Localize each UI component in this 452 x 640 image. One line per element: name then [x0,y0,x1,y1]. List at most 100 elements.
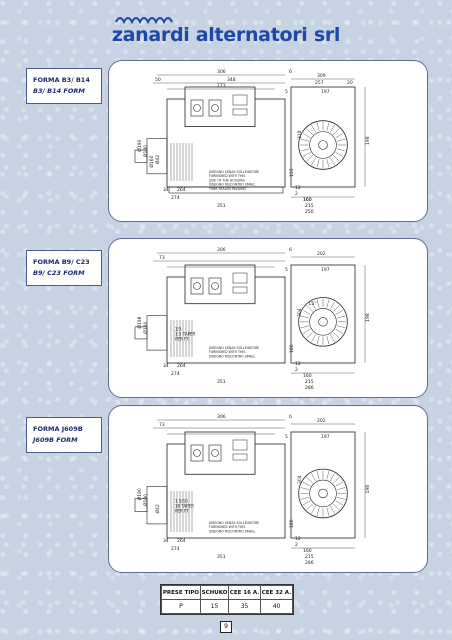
dimension-label: 6 [289,69,292,75]
drawing-note: DISEGNO RISCONTRO SMALL [209,529,256,533]
dimension-label: Ø190 [136,140,143,152]
dimension-label: 160 [303,197,312,203]
socket-icon [190,99,204,117]
dimension-label: 257 [315,80,324,86]
end-view-frame [290,264,356,364]
table-header: PRESE TIPO [161,585,201,600]
drawing-note: DISEGNO SENZA SOLLEVATORE [209,170,259,174]
dimension-label: 180 [289,344,295,353]
shaft [134,326,148,340]
taper-note: 18 TAPER [175,503,194,508]
dimension-label: 2 [295,191,298,197]
drawing-note: FURNISHED WITH THIS [209,350,245,354]
dimension-label: Ø190 [136,488,143,500]
table-header: CEE 16 A. [228,585,262,600]
form-label-subtitle: B3/ B14 FORM [33,87,85,95]
table-row: P 15 35 40 [161,599,293,614]
dimension-label: 304 [297,308,303,317]
table-cell: P [161,599,201,614]
dimension-label: 274 [171,546,180,552]
end-view-frame [290,86,356,188]
dimension-label: 351 [217,379,226,385]
dimension-label: 309 [317,73,326,79]
socket-icon [208,444,222,462]
dimension-label: 273 [217,83,226,89]
dimension-label: 274 [171,371,180,377]
socket-icon [208,99,222,117]
dimension-label: 198 [365,485,371,494]
dimension-label: Ø180 [142,494,149,506]
table-header: SCHUKO [199,585,230,600]
dimension-label: Ø180 [142,145,149,157]
dimension-label: 73 [159,422,165,428]
socket-table: PRESE TIPO SCHUKO CEE 16 A. CEE 32 A. P … [160,584,294,615]
dimension-label: 202 [317,251,326,257]
dimension-label: 197 [321,267,330,273]
table-cell: 35 [228,599,262,614]
table-header-row: PRESE TIPO SCHUKO CEE 16 A. CEE 32 A. [161,585,293,600]
dimension-label: 306 [217,414,226,420]
socket-icon [190,444,204,462]
drawing-note: FURNISHED WITH THIS [209,174,245,178]
dimension-label: Ø42 [154,504,161,513]
switch-icon [232,272,248,284]
dimension-label: 304 [297,475,303,484]
taper-note: 1/5 [175,326,182,331]
dimension-label: 6 [289,414,292,420]
terminal-box [184,86,256,127]
brand-name: zanardi alternatori srl [111,24,341,46]
dimension-label: 198 [365,313,371,322]
dimension-label: 198 [365,136,371,145]
dimension-label: 12 [295,361,301,367]
form-label-title: FORMA B9/ C23 [33,258,90,266]
dimension-label: 318 [297,130,303,139]
end-view-housing [298,297,348,347]
dimension-label: 12 [295,536,301,542]
drawing-note: DISEGNO SENZA SOLLEVATORE [209,521,259,525]
dimension-label: 5 [285,434,288,440]
switch-icon [232,439,248,451]
dimension-label: Ø42 [154,155,161,164]
dimension-label: Ø198 [136,316,143,328]
form-label-subtitle: B9/ C23 FORM [33,269,85,277]
table-cell: 40 [260,599,293,614]
form-label-title: FORMA J609B [33,425,83,433]
wave-icon [115,17,173,24]
drawing-note: DISEGNO RISCONTRO SMALL [209,354,256,358]
dimension-label: 34 [163,538,169,544]
taper-note: PER FT. [175,508,189,513]
dimension-label: 160 [303,548,312,554]
dimension-label: 306 [217,69,226,75]
dimension-label: 160 [303,373,312,379]
flange [146,315,168,351]
page-number: 9 [220,621,232,633]
dimension-label: 20 [347,80,353,86]
shaft-end [318,140,328,150]
dimension-label: 215 [305,554,314,560]
mounting-feet [168,186,284,194]
dimension-label: 197 [321,89,330,95]
shaft-end [318,317,328,327]
socket-icon [190,277,204,295]
terminal-box [184,431,256,475]
dimension-label: 202 [317,418,326,424]
dimension-label: 12 [295,185,301,191]
dimension-label: 34 [163,187,169,193]
table-cell: 15 [199,599,230,614]
form-label-title: FORMA B3/ B14 [33,76,90,84]
shaft-end [318,488,328,499]
drawing-note: DISEGNO RISCONTRO SMALL [209,183,256,187]
drawing-note: FURNISHED WITH THIS [209,525,245,529]
dimension-label: 264 [177,363,186,369]
table-header: CEE 32 A. [260,585,293,600]
dimension-label: 2 [295,367,298,373]
